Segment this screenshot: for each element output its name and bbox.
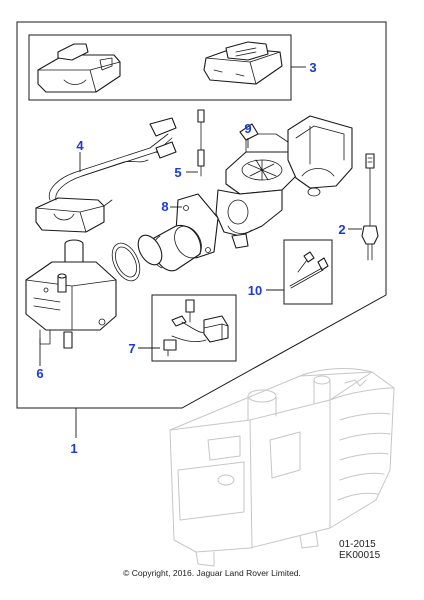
- callout-2: 2: [338, 222, 345, 237]
- callout-3: 3: [309, 60, 316, 75]
- burner-tube: [111, 193, 219, 282]
- heater-assembly-illustration: [169, 368, 395, 567]
- callout-4: 4: [76, 138, 84, 153]
- fastener-kit: [283, 239, 333, 305]
- glow-plug: [361, 153, 379, 261]
- reference-code: EK00015: [339, 550, 381, 561]
- heat-exchanger: [25, 239, 117, 349]
- control-unit-harness: [35, 117, 177, 233]
- callout-7: 7: [128, 341, 135, 356]
- callout-1: 1: [70, 441, 77, 456]
- callout-6: 6: [36, 366, 43, 381]
- callout-8: 8: [161, 199, 168, 214]
- blower-assembly: [215, 115, 353, 249]
- sensor: [197, 109, 205, 177]
- exploded-view-frame: [16, 21, 387, 409]
- callout-5: 5: [174, 165, 181, 180]
- wiring-harness-kit: [151, 294, 237, 362]
- reference-date: 01-2015: [339, 539, 376, 550]
- copyright-notice: © Copyright, 2016. Jaguar Land Rover Lim…: [123, 568, 301, 578]
- callout-9: 9: [244, 121, 251, 136]
- control-unit-covers: [28, 34, 292, 101]
- callout-10: 10: [248, 283, 262, 298]
